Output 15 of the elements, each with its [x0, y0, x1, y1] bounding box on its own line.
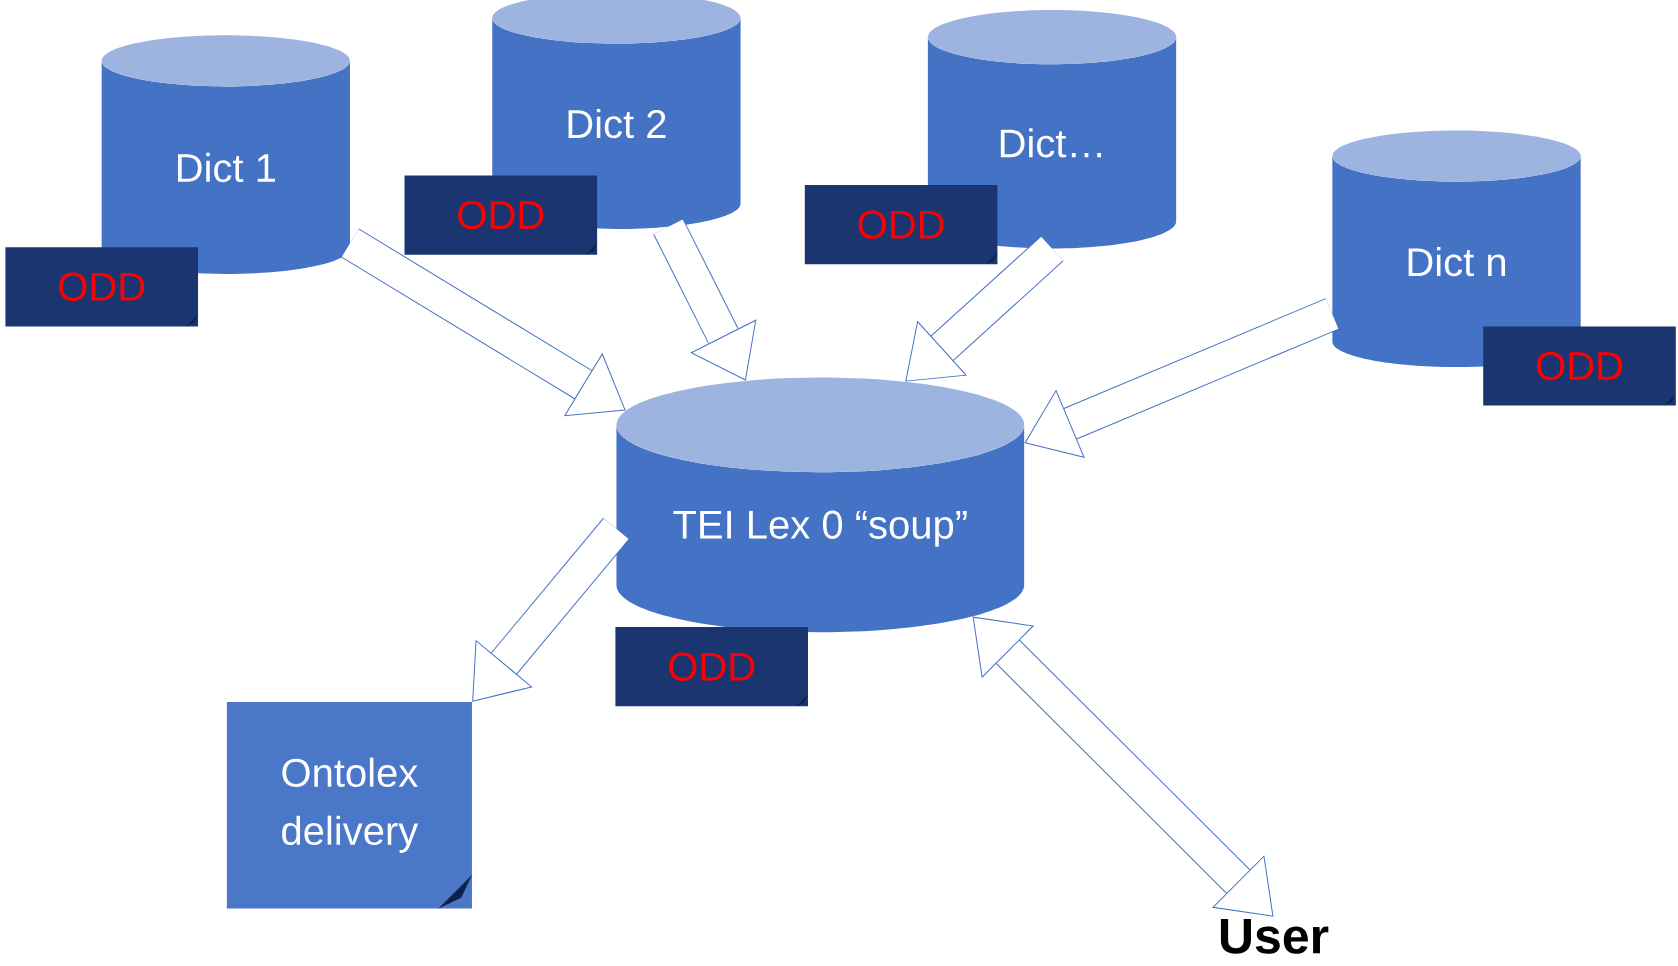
block-arrow	[653, 219, 757, 381]
user-label: User	[1220, 918, 1329, 954]
block-arrow	[472, 517, 630, 702]
database-cylinder: TEI Lex 0 “soup”	[616, 377, 1025, 633]
note-box: ODD	[5, 247, 199, 327]
block-arrow	[905, 236, 1064, 382]
database-cylinder: Dict 1	[101, 35, 350, 274]
note-box: ODD	[404, 175, 598, 255]
note-box: ODD	[804, 185, 998, 265]
block-arrow	[972, 616, 1274, 917]
block-arrow	[341, 228, 626, 417]
block-arrow	[1024, 298, 1339, 458]
note-box: ODD	[1483, 326, 1676, 406]
note-box: Ontolex delivery	[226, 702, 473, 909]
note-box: ODD	[615, 627, 809, 707]
